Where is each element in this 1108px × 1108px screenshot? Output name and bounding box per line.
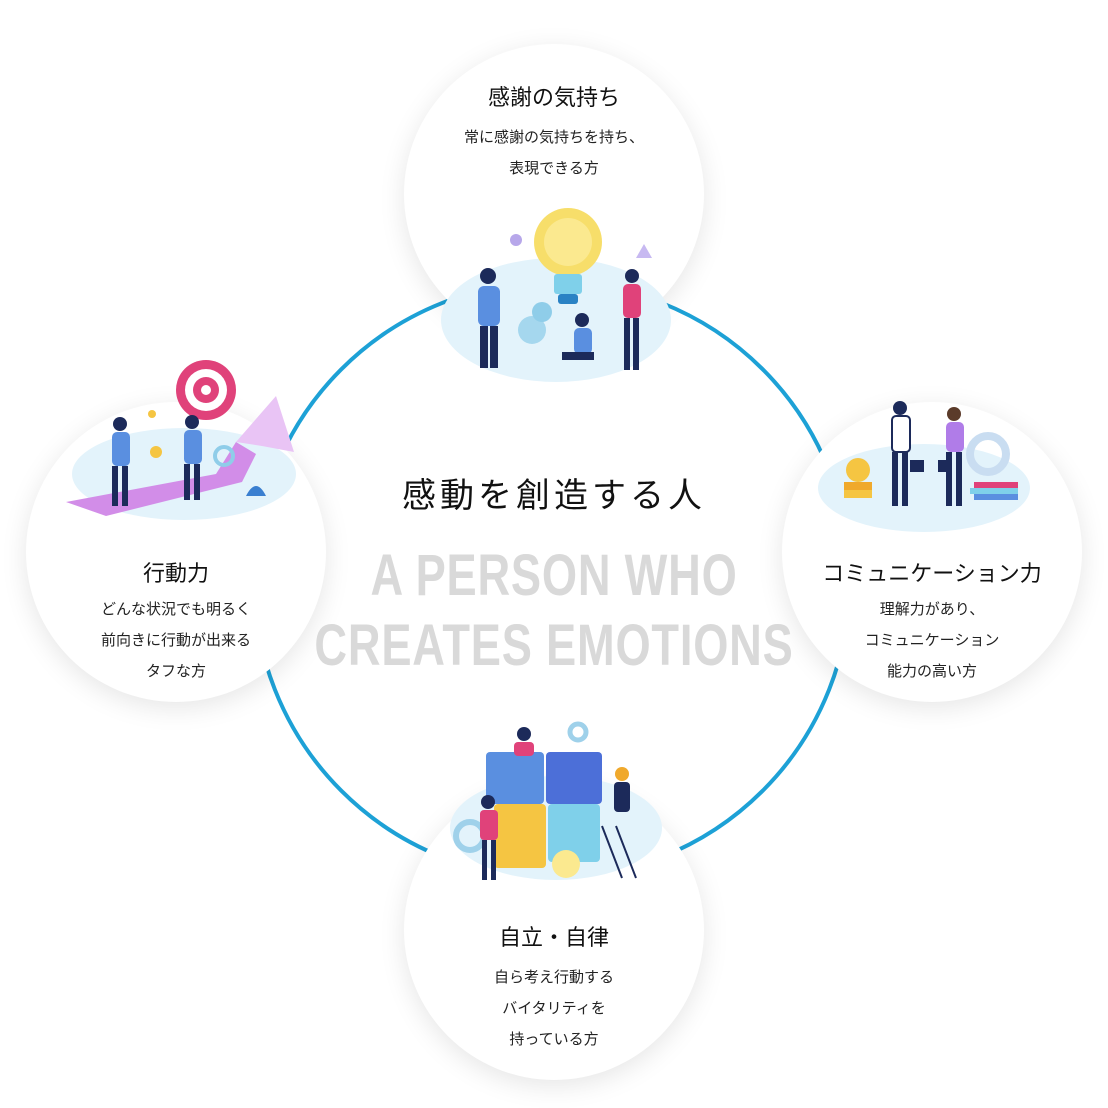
node-gratitude-title: 感謝の気持ち — [487, 86, 620, 111]
node-independence-desc: 自ら考え行動する バイタリティを 持っている方 — [404, 962, 704, 1055]
desc-line: 持っている方 — [509, 1030, 599, 1048]
desc-line: 理解力があり、 — [879, 600, 985, 618]
handshake-illustration — [814, 384, 1034, 534]
desc-line: 能力の高い方 — [886, 662, 977, 680]
node-action-title: 行動力 — [142, 562, 209, 587]
desc-line: コミュニケーション — [864, 631, 1000, 649]
center-subtitle-line1: A PERSON WHO — [370, 543, 738, 608]
desc-line: バイタリティを — [502, 999, 606, 1017]
puzzle-teamwork-illustration — [438, 716, 668, 886]
lightbulb-teamwork-illustration — [436, 200, 676, 390]
node-gratitude-desc: 常に感謝の気持ちを持ち、 表現できる方 — [404, 122, 704, 184]
node-communication-desc: 理解力があり、 コミュニケーション 能力の高い方 — [782, 594, 1082, 687]
desc-line: どんな状況でも明るく — [100, 600, 251, 618]
node-independence-title: 自立・自律 — [498, 926, 609, 951]
center-subtitle-line2: CREATES EMOTIONS — [314, 613, 794, 678]
desc-line: タフな方 — [145, 662, 206, 680]
desc-line: 前向きに行動が出来る — [100, 631, 251, 649]
center-title: 感動を創造する人 — [402, 476, 706, 516]
target-arrow-illustration — [66, 356, 306, 526]
desc-line: 表現できる方 — [509, 159, 599, 177]
desc-line: 常に感謝の気持ちを持ち、 — [463, 128, 644, 146]
desc-line: 自ら考え行動する — [493, 968, 614, 986]
node-action-desc: どんな状況でも明るく 前向きに行動が出来る タフな方 — [26, 594, 326, 687]
node-communication-title: コミュニケーション力 — [822, 562, 1042, 587]
